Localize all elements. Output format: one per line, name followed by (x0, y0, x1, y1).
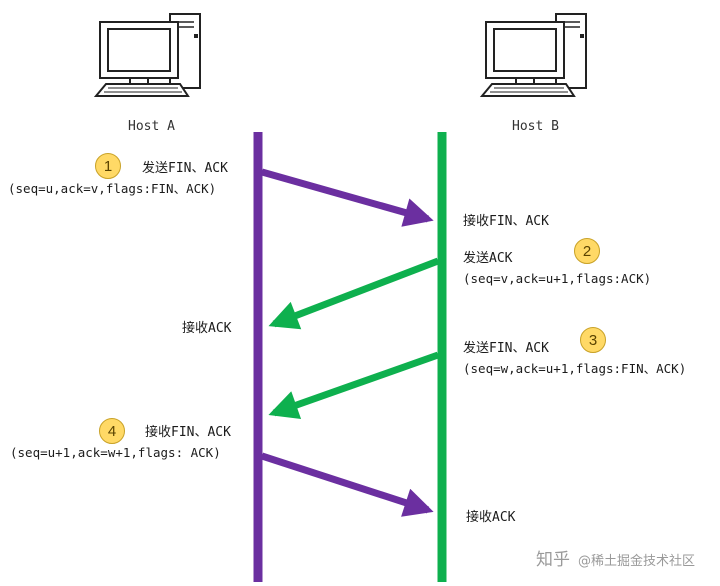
host-a-computer-icon (95, 13, 201, 97)
step-4-badge: 4 (99, 418, 125, 444)
step-1-detail: (seq=u,ack=v,flags:FIN、ACK) (8, 181, 217, 196)
host-b-computer-icon (481, 13, 587, 97)
watermark-author: @稀土掘金技术社区 (578, 554, 696, 569)
arrow-fin-ack-b-to-a (268, 351, 440, 420)
step-2-detail: (seq=v,ack=u+1,flags:ACK) (463, 271, 652, 286)
step-1-badge: 1 (95, 153, 121, 179)
step-2-receive: 接收ACK (182, 321, 232, 336)
step-2-action: 发送ACK (463, 251, 513, 266)
step-4-action: 接收FIN、ACK (145, 425, 231, 440)
step-1-action: 发送FIN、ACK (142, 161, 228, 176)
step-3-action: 发送FIN、ACK (463, 341, 549, 356)
step-4-detail: (seq=u+1,ack=w+1,flags: ACK) (10, 445, 221, 460)
host-a-label: Host A (128, 119, 175, 134)
host-b-label: Host B (512, 119, 559, 134)
watermark-site: 知乎 (536, 550, 570, 570)
arrow-fin-ack-a-to-b (261, 168, 434, 227)
step-4-receive: 接收ACK (466, 510, 516, 525)
arrow-ack-b-to-a (268, 257, 440, 330)
step-3-detail: (seq=w,ack=u+1,flags:FIN、ACK) (463, 361, 687, 376)
step-3-badge: 3 (580, 327, 606, 353)
step-2-badge: 2 (574, 238, 600, 264)
arrow-ack-a-to-b (260, 452, 434, 517)
step-1-receive: 接收FIN、ACK (463, 214, 549, 229)
